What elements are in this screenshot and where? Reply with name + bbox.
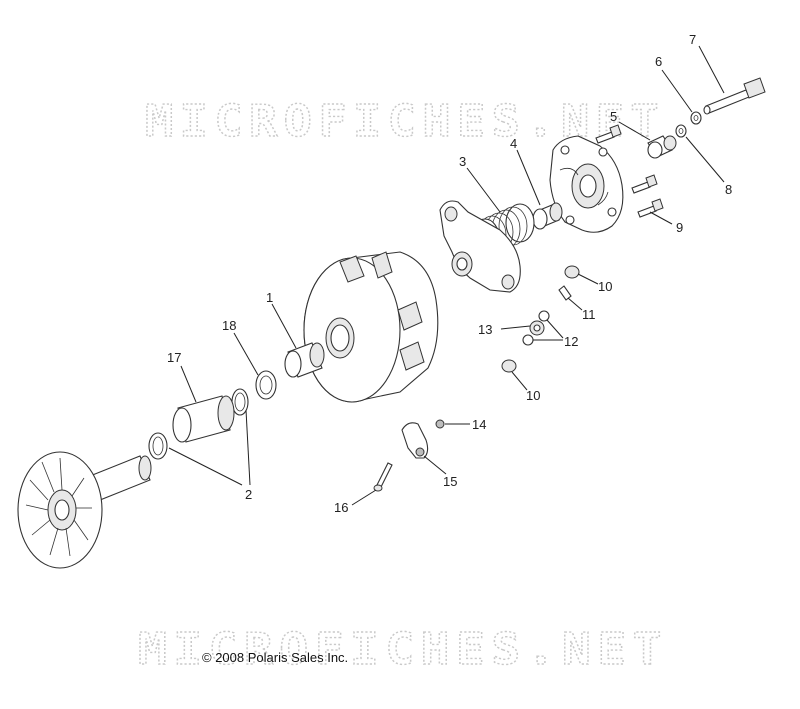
callout-8: 8 [725,182,732,197]
callout-4: 4 [510,136,517,151]
part-13-bushing [529,320,545,336]
callout-12: 12 [564,334,578,349]
moveable-sheave [303,251,439,403]
part-10-roller-upper [564,265,580,279]
callout-1: 1 [266,290,273,305]
part-1-bushing [284,342,325,378]
clutch-cover [549,135,624,233]
watermark-top: MICROFICHES.NET [145,96,665,147]
part-8-washer [675,124,687,138]
callout-14: 14 [472,417,486,432]
part-6-washer [690,111,702,125]
part-7-bolt [703,77,766,115]
part-18-ring [255,370,277,400]
callout-16: 16 [334,500,348,515]
leader-lines [168,45,725,506]
callout-6: 6 [655,54,662,69]
part-2-ring-lower [148,432,168,460]
part-5-bushing [647,135,677,159]
cover-bolt-mid [631,174,658,194]
callout-17: 17 [167,350,181,365]
part-15-weight [401,422,429,459]
callout-9: 9 [676,220,683,235]
callout-11: 11 [582,307,596,322]
spider-arm [439,200,521,293]
part-10-roller-lower [501,359,517,373]
part-4-ring [532,202,563,230]
callout-5: 5 [610,109,617,124]
copyright-notice: © 2008 Polaris Sales Inc. [202,650,348,665]
callout-2: 2 [245,487,252,502]
part-17-sleeve [172,395,235,443]
watermark-bottom: MICROFICHES.NET [138,624,668,675]
part-11-pin [558,285,572,301]
callout-13: 13 [478,322,492,337]
callout-10-lower: 10 [526,388,540,403]
fixed-sheave [17,451,152,569]
callouts: 1 2 3 4 5 6 7 8 9 10 10 11 12 13 14 15 1… [167,32,732,515]
part-16-pin [373,462,393,492]
part-12-washers [522,310,550,346]
callout-3: 3 [459,154,466,169]
callout-7: 7 [689,32,696,47]
callout-18: 18 [222,318,236,333]
callout-15: 15 [443,474,457,489]
cover-bolt-top [595,124,622,144]
part-2-ring-upper [231,388,249,416]
callout-10-upper: 10 [598,279,612,294]
part-14-nut [435,419,445,429]
part-9-bolt [637,198,664,218]
